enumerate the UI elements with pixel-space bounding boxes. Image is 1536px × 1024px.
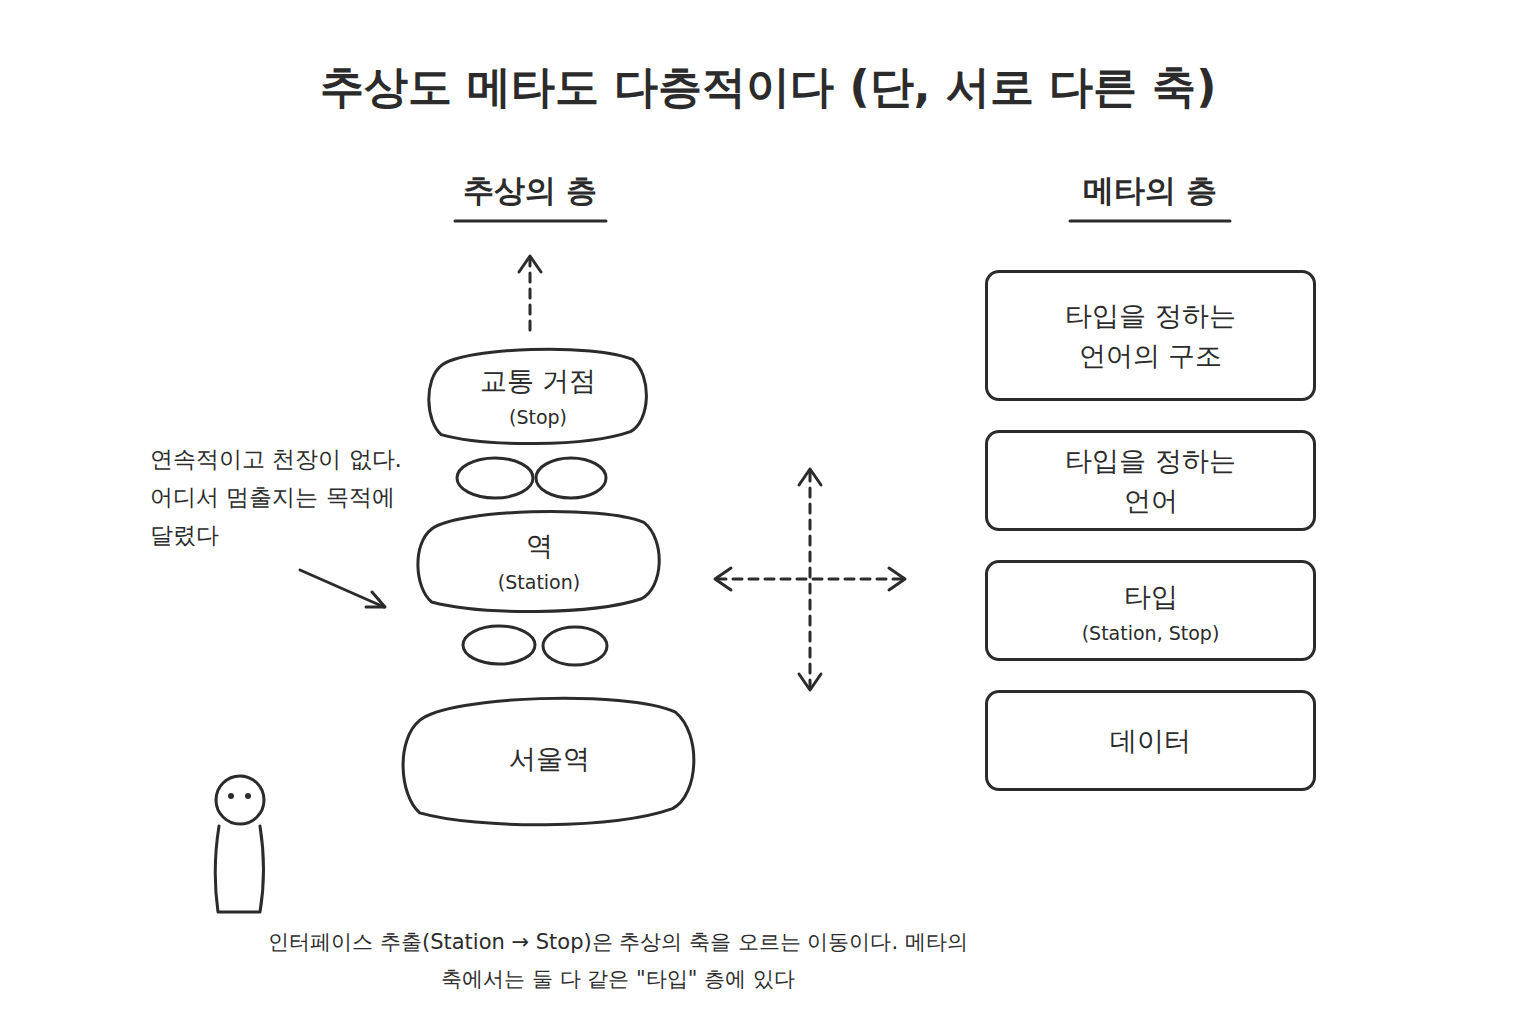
axis-cross bbox=[809, 472, 812, 688]
small-stone bbox=[536, 458, 606, 498]
node-title: 타입을 정하는 언어 bbox=[1036, 441, 1266, 519]
title: 추상도 메타도 다층적이다 (단, 서로 다른 축) bbox=[0, 58, 1536, 117]
node-subtitle: (Stop) bbox=[509, 406, 567, 428]
stone-node: 역 (Station) bbox=[417, 505, 661, 614]
node-subtitle: (Station, Stop) bbox=[1082, 622, 1220, 644]
arrow-head bbox=[366, 592, 385, 607]
arrow-head bbox=[889, 568, 905, 590]
node-title: 서울역 bbox=[509, 739, 590, 778]
node-title: 역 bbox=[526, 526, 553, 565]
layer-box: 타입을 정하는 언어의 구조 bbox=[985, 270, 1316, 401]
leader-arrow bbox=[300, 570, 384, 607]
person-body bbox=[215, 826, 263, 912]
caption: 인터페이스 추출(Station → Stop)은 추상의 축을 오르는 이동이… bbox=[268, 924, 968, 998]
layer-box: 타입을 정하는 언어 bbox=[985, 430, 1316, 531]
small-stone bbox=[457, 458, 533, 498]
node-title: 타입을 정하는 언어의 구조 bbox=[1036, 296, 1266, 374]
stone-node: 교통 거점 (Stop) bbox=[428, 343, 648, 446]
annotation: 연속적이고 천장이 없다. 어디서 멈출지는 목적에 달렸다 bbox=[150, 441, 420, 555]
person-head bbox=[216, 776, 264, 824]
layer-box: 데이터 bbox=[985, 690, 1316, 791]
person-eye bbox=[245, 793, 251, 799]
arrow-head bbox=[519, 256, 541, 272]
node-title: 교통 거점 bbox=[480, 361, 597, 400]
small-stone bbox=[463, 626, 535, 664]
person-eye bbox=[228, 793, 234, 799]
node-title: 데이터 bbox=[1110, 721, 1191, 760]
arrow-head bbox=[799, 469, 821, 485]
arrow-head bbox=[715, 568, 731, 590]
layer-box: 타입 (Station, Stop) bbox=[985, 560, 1316, 661]
header-underline bbox=[455, 220, 606, 223]
stone-path bbox=[429, 349, 647, 443]
stone-path bbox=[418, 512, 659, 612]
axis-header: 메타의 층 bbox=[1030, 170, 1270, 212]
node-title: 타입 bbox=[1124, 577, 1178, 616]
axis-header: 추상의 층 bbox=[410, 170, 650, 212]
stone-path bbox=[403, 698, 694, 825]
stone-node: 서울역 bbox=[402, 690, 696, 828]
header-underline bbox=[1070, 220, 1230, 223]
small-stone bbox=[543, 627, 607, 665]
dashed-arrow bbox=[529, 258, 532, 330]
node-subtitle: (Station) bbox=[498, 571, 580, 593]
arrow-head bbox=[799, 674, 821, 690]
